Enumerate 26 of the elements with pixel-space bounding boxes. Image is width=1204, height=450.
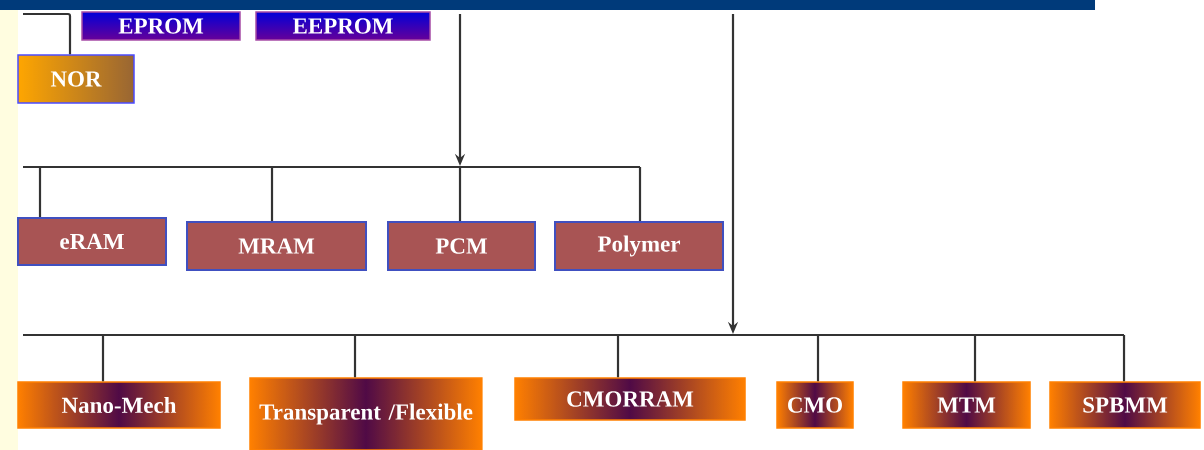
- memory-box: Nano-Mech: [17, 381, 221, 429]
- memory-box: PCM: [387, 221, 536, 271]
- memory-box: CMO: [776, 381, 854, 429]
- bus-line: [23, 333, 1124, 337]
- memory-box: MRAM: [186, 221, 367, 271]
- connector: [973, 335, 977, 382]
- connector: [353, 335, 357, 378]
- connector: [458, 167, 462, 221]
- connector: [23, 12, 72, 55]
- memory-box: SPBMM: [1049, 381, 1201, 429]
- connector: [38, 167, 42, 217]
- memory-box: EEPROM: [255, 11, 431, 41]
- connector: [816, 335, 820, 382]
- connector: [270, 167, 274, 221]
- memory-box: NOR: [17, 54, 135, 104]
- connector: [101, 335, 105, 382]
- memory-box: Polymer: [554, 221, 724, 271]
- memory-box: MTM: [902, 381, 1031, 429]
- connector: [638, 167, 642, 221]
- bus-line: [23, 165, 640, 169]
- memory-box: eRAM: [17, 217, 167, 266]
- memory-box: CMORRAM: [514, 377, 746, 421]
- memory-box: EPROM: [81, 11, 241, 41]
- memory-box: Transparent /Flexible: [249, 377, 483, 450]
- connector: [616, 335, 620, 378]
- connector: [1122, 335, 1126, 382]
